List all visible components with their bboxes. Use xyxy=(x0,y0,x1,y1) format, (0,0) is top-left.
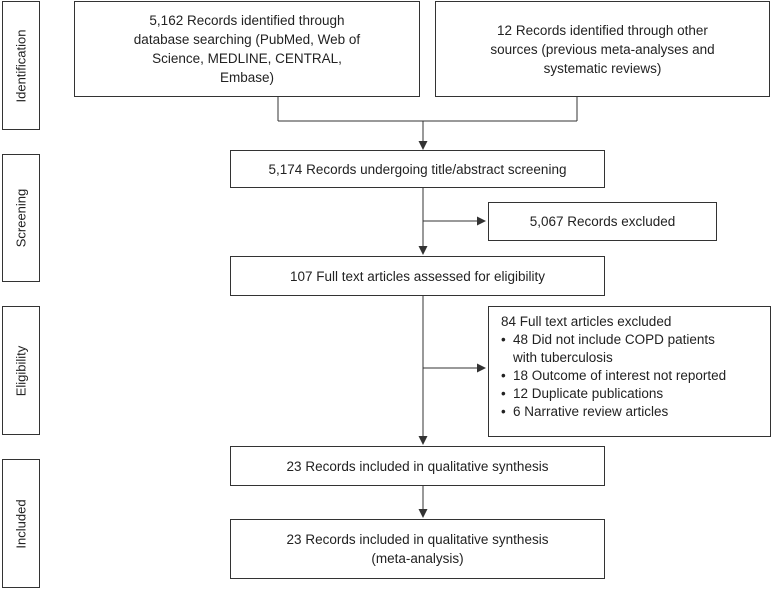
screening-text: 5,174 Records undergoing title/abstract … xyxy=(268,161,567,177)
phase-eligibility: Eligibility xyxy=(2,306,40,435)
phase-screening: Screening xyxy=(2,154,40,282)
exclusion-reasons-list: 48 Did not include COPD patients with tu… xyxy=(501,331,760,421)
qualitative-synthesis-text: 23 Records included in qualitative synth… xyxy=(286,458,549,474)
exclusion-reason-text: 12 Duplicate publications xyxy=(513,386,664,401)
fulltext-excluded-title: 84 Full text articles excluded xyxy=(501,314,672,329)
other-sources-line: systematic reviews) xyxy=(543,60,662,76)
database-records-box: 5,162 Records identified through databas… xyxy=(74,1,420,97)
quantitative-synthesis-line: (meta-analysis) xyxy=(371,551,464,566)
other-sources-line: sources (previous meta-analyses and xyxy=(490,41,715,57)
records-excluded-box: 5,067 Records excluded xyxy=(488,202,717,241)
exclusion-reason: 12 Duplicate publications xyxy=(501,385,760,403)
phase-included-label: Included xyxy=(13,498,29,549)
other-sources-line: 12 Records identified through other xyxy=(497,22,708,38)
database-records-line: database searching (PubMed, Web of xyxy=(133,32,361,47)
fulltext-excluded-box: 84 Full text articles excluded 48 Did no… xyxy=(488,306,771,437)
database-records-line: 5,162 Records identified through xyxy=(149,13,345,28)
exclusion-reason-text: with tuberculosis xyxy=(513,350,613,365)
phase-included: Included xyxy=(2,459,40,588)
other-sources-box: 12 Records identified through other sour… xyxy=(435,1,770,97)
quantitative-synthesis-line: 23 Records included in qualitative synth… xyxy=(286,532,549,547)
records-excluded-text: 5,067 Records excluded xyxy=(529,214,676,229)
qualitative-synthesis-box: 23 Records included in qualitative synth… xyxy=(230,446,605,486)
exclusion-reason-text: 18 Outcome of interest not reported xyxy=(513,368,727,383)
screening-box: 5,174 Records undergoing title/abstract … xyxy=(230,150,605,188)
phase-identification: Identification xyxy=(2,1,40,130)
exclusion-reason-text: 48 Did not include COPD patients xyxy=(513,332,715,347)
fulltext-assessed-box: 107 Full text articles assessed for elig… xyxy=(230,256,605,296)
exclusion-reason: 18 Outcome of interest not reported xyxy=(501,367,760,385)
database-records-line: Science, MEDLINE, CENTRAL, xyxy=(152,51,342,66)
phase-identification-label: Identification xyxy=(13,29,29,102)
exclusion-reason: 48 Did not include COPD patients with tu… xyxy=(501,331,760,367)
fulltext-assessed-text: 107 Full text articles assessed for elig… xyxy=(289,268,546,284)
quantitative-synthesis-box: 23 Records included in qualitative synth… xyxy=(230,519,605,579)
phase-eligibility-label: Eligibility xyxy=(13,345,29,396)
database-records-line: Embase) xyxy=(219,70,274,85)
phase-screening-label: Screening xyxy=(13,188,29,248)
exclusion-reason: 6 Narrative review articles xyxy=(501,403,760,421)
exclusion-reason-text: 6 Narrative review articles xyxy=(513,404,669,419)
